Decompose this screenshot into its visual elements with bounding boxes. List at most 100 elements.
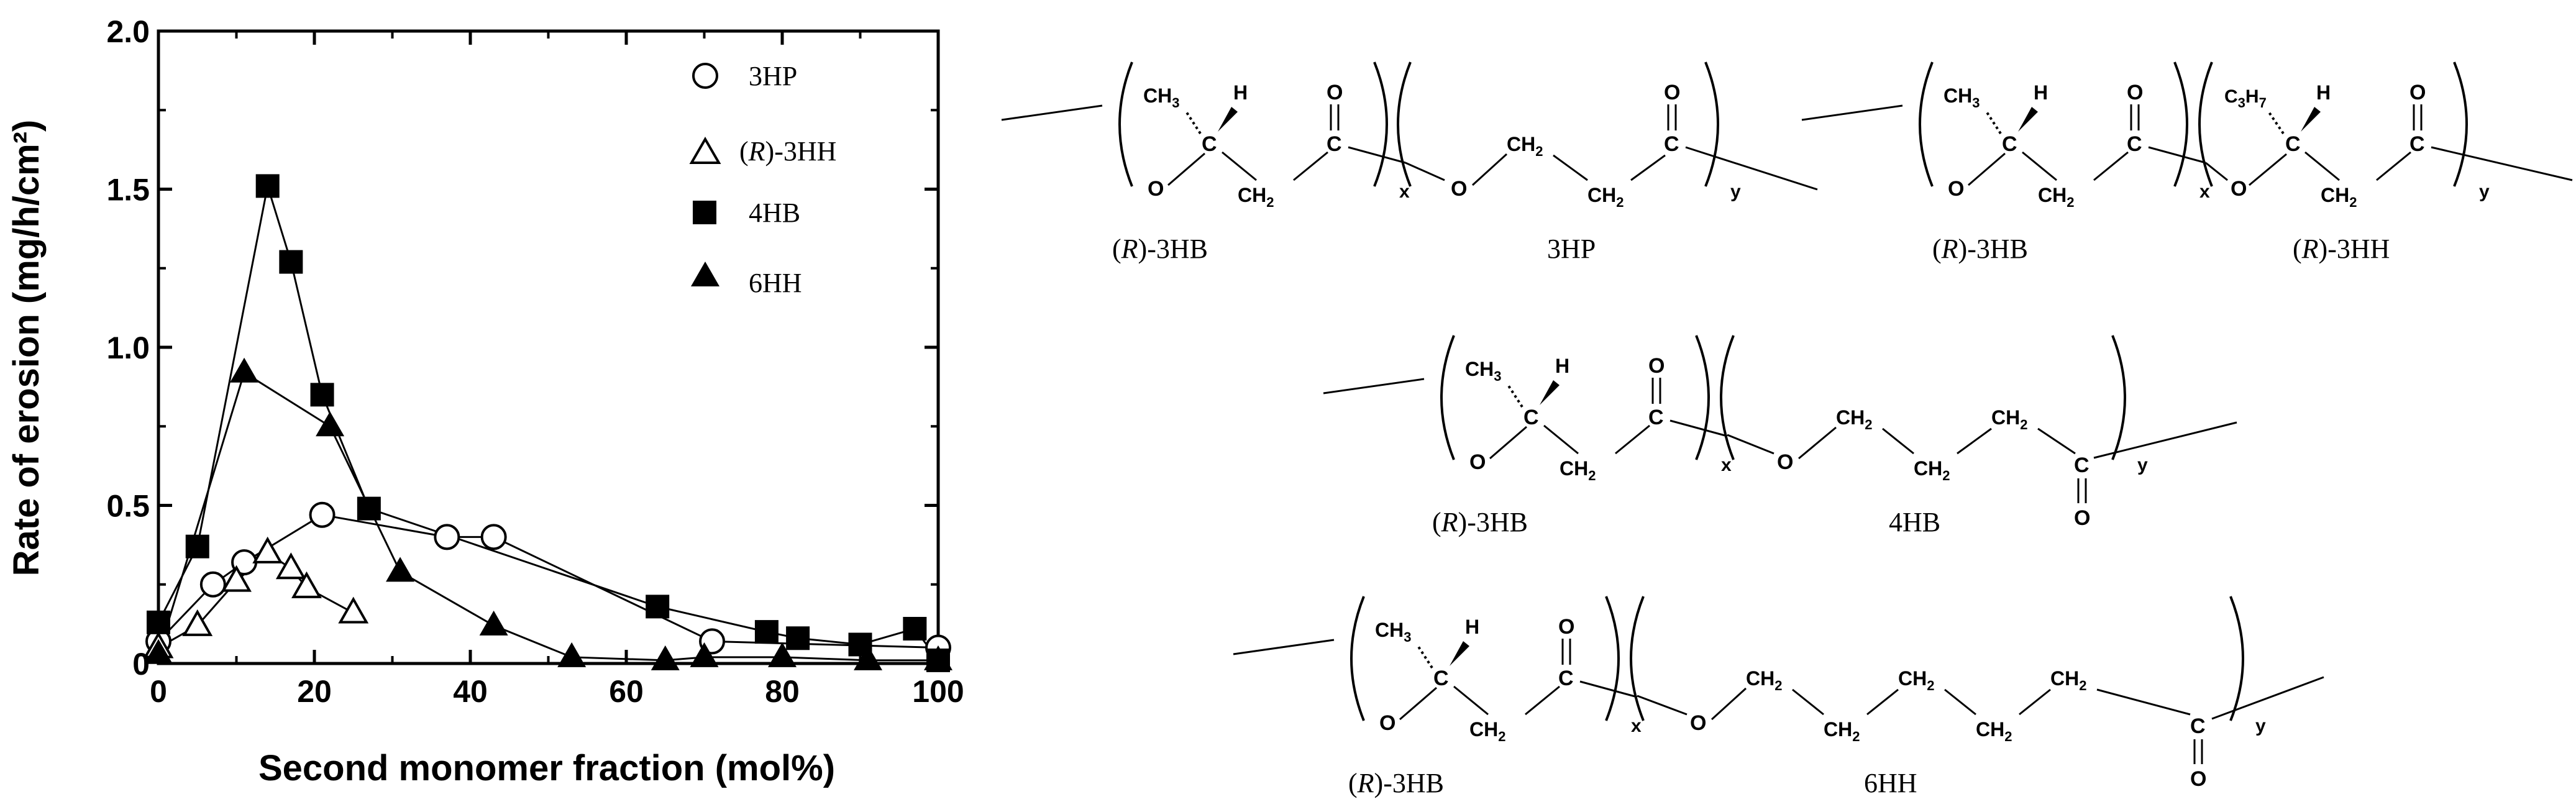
data-point-3hp <box>199 571 226 598</box>
svg-text:O: O <box>2190 767 2206 791</box>
svg-text:O: O <box>2409 81 2426 104</box>
data-point-4hb <box>255 174 280 198</box>
legend-label-6hh: 6HH <box>749 268 802 298</box>
data-point-4hb <box>147 610 170 634</box>
svg-text:y: y <box>2137 455 2148 475</box>
data-point-4hb <box>754 620 779 644</box>
y-axis-label: Rate of erosion (mg/h/cm²) <box>6 120 47 577</box>
svg-text:O: O <box>1690 711 1706 735</box>
x-tick-label: 20 <box>297 674 332 709</box>
data-point-r-3hh <box>291 571 322 598</box>
svg-text:y: y <box>1730 181 1741 202</box>
data-point-4hb <box>357 496 381 521</box>
svg-text:C: C <box>2285 132 2301 156</box>
svg-text:6HH: 6HH <box>1864 768 1917 798</box>
data-point-4hb <box>185 534 209 559</box>
data-point-r-3hh <box>252 536 283 563</box>
svg-text:CH2: CH2 <box>1587 184 1624 210</box>
structure-3hb-4hb: O CH2 CH2 CH2 C O y (R)-3HB 4HB <box>1322 334 2237 537</box>
svg-text:4HB: 4HB <box>1889 507 1940 537</box>
x-tick-label: 100 <box>912 674 964 709</box>
data-point-3hp <box>480 524 507 550</box>
x-axis-label: Second monomer fraction (mol%) <box>258 748 835 788</box>
data-point-4hb <box>786 626 810 650</box>
svg-text:3HP: 3HP <box>1547 234 1596 264</box>
structure-3hb-6hh: O CH2 CH2 CH2 CH2 CH2 C O y (R)-3HB 6HH <box>1232 595 2324 798</box>
svg-text:O: O <box>1664 81 1680 104</box>
svg-text:CH2: CH2 <box>1914 457 1950 483</box>
data-point-4hb <box>279 250 303 274</box>
svg-text:CH2: CH2 <box>1976 718 2012 744</box>
x-ticks: 0 20 40 60 80 100 <box>150 31 964 709</box>
svg-text:CH2: CH2 <box>1898 667 1934 693</box>
data-point-r-3hh <box>182 609 213 636</box>
legend-marker-3hp <box>692 63 718 89</box>
data-point-3hp <box>309 501 336 528</box>
data-point-6hh <box>651 645 680 670</box>
y-tick-label: 2.0 <box>106 14 150 49</box>
svg-text:(R)-3HB: (R)-3HB <box>1112 234 1208 264</box>
data-point-6hh <box>854 645 883 670</box>
data-point-6hh <box>690 642 719 667</box>
legend-label-3hh: (R)-3HH <box>739 136 836 166</box>
legend-marker-4hb <box>693 201 716 224</box>
svg-text:O: O <box>1451 177 1467 201</box>
svg-text:CH2: CH2 <box>1836 406 1872 432</box>
y-tick-label: 0.5 <box>106 489 150 524</box>
svg-text:CH2: CH2 <box>1991 406 2027 432</box>
series-line-3hp <box>157 514 939 649</box>
data-point-6hh <box>316 411 345 437</box>
svg-text:O: O <box>2231 177 2247 201</box>
y-ticks: 00.51.01.52.0 <box>106 14 938 682</box>
data-point-6hh <box>386 557 415 582</box>
data-point-6hh <box>479 610 508 636</box>
svg-text:C: C <box>2409 132 2425 156</box>
svg-text:(R)-3HH: (R)-3HH <box>2293 234 2390 264</box>
svg-text:(R)-3HB: (R)-3HB <box>1348 768 1444 798</box>
x-tick-label: 0 <box>150 674 167 709</box>
svg-text:H: H <box>2316 81 2331 104</box>
svg-text:C: C <box>2190 714 2206 738</box>
svg-text:O: O <box>1777 450 1793 474</box>
svg-text:C: C <box>2074 454 2090 477</box>
y-tick-label: 1.0 <box>106 331 150 365</box>
x-tick-label: 80 <box>765 674 800 709</box>
data-point-6hh <box>230 357 259 383</box>
svg-text:CH2: CH2 <box>2050 667 2086 693</box>
structure-3hb-3hp: O CH2 CH2 C O y (R)-3HB 3HP <box>1000 61 1818 264</box>
svg-text:y: y <box>2255 716 2266 736</box>
svg-text:C3H7: C3H7 <box>2224 86 2267 111</box>
data-point-6hh <box>924 645 952 670</box>
data-point-r-3hh <box>221 565 252 592</box>
data-point-6hh <box>557 642 587 667</box>
data-point-4hb <box>310 383 334 407</box>
x-tick-label: 40 <box>453 674 488 709</box>
svg-text:CH2: CH2 <box>2321 184 2357 210</box>
series-layer <box>143 174 952 672</box>
legend-marker-6hh <box>691 262 719 286</box>
svg-text:(R)-3HB: (R)-3HB <box>1932 234 2028 264</box>
series-line-4hb <box>157 185 939 661</box>
series-line-6hh <box>157 371 938 662</box>
legend-label-4hb: 4HB <box>749 198 800 228</box>
x-tick-label: 60 <box>609 674 644 709</box>
erosion-chart: 0 0.5 1.0 1.5 2.0 0 20 40 60 80 100 Second monome… <box>6 14 964 788</box>
svg-text:CH2: CH2 <box>1824 718 1860 744</box>
y-tick-label: 1.5 <box>106 173 150 207</box>
data-point-4hb <box>646 595 670 619</box>
svg-text:C: C <box>1664 132 1679 156</box>
svg-text:CH2: CH2 <box>1507 133 1543 159</box>
data-point-6hh <box>144 639 173 664</box>
data-point-r-3hh <box>338 596 369 624</box>
svg-text:CH2: CH2 <box>1746 667 1782 693</box>
svg-text:O: O <box>2074 506 2090 530</box>
svg-text:(R)-3HB: (R)-3HB <box>1432 507 1528 537</box>
data-point-r-3hh <box>275 552 306 580</box>
legend-label-3hp: 3HP <box>749 61 797 91</box>
legend: 3HP (R)-3HH 4HB 6HH <box>689 61 836 298</box>
data-point-6hh <box>768 642 797 667</box>
legend-marker-3hh <box>689 137 721 164</box>
structure-3hb-3hh: O C C3H7 H CH2 C O y (R)-3HB (R)-3HH <box>1801 61 2573 264</box>
